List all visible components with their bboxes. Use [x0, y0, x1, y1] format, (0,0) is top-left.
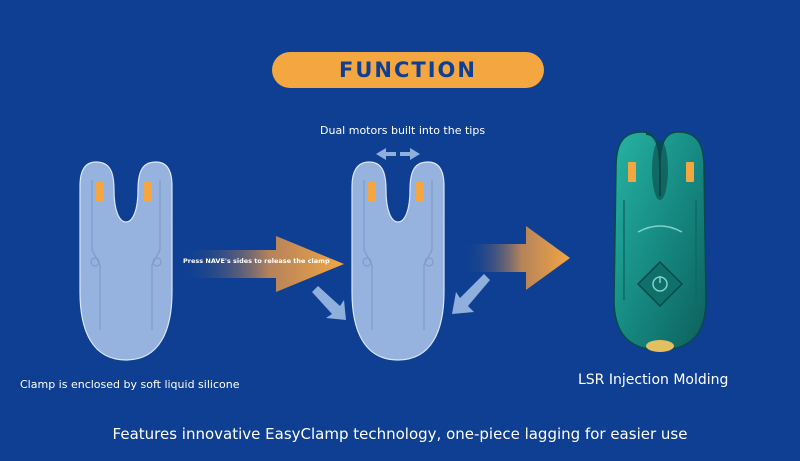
- arrow-right-middle-icon: [178, 236, 344, 292]
- motor-arrows-icon: [376, 148, 420, 160]
- press-arrow-left-icon: [312, 286, 346, 320]
- clamp-outline-middle: [351, 161, 445, 361]
- sunburst-mark-icon: [637, 225, 683, 233]
- gold-tip-icon: [646, 340, 674, 352]
- dual-motors-caption: Dual motors built into the tips: [320, 124, 486, 137]
- power-button-icon: [636, 260, 684, 308]
- features-caption: Features innovative EasyClamp technology…: [112, 425, 688, 443]
- arrow-right-large-icon: [462, 226, 570, 290]
- nave-device-teal: [613, 131, 707, 352]
- press-release-caption: Press NAVE's sides to release the clamp: [183, 257, 330, 265]
- press-arrow-right-icon: [452, 274, 490, 314]
- lsr-molding-caption: LSR Injection Molding: [578, 372, 729, 388]
- function-title: FUNCTION: [272, 52, 544, 88]
- clamp-outline-left: [79, 161, 173, 361]
- clamp-enclosed-caption: Clamp is enclosed by soft liquid silicon…: [20, 378, 240, 391]
